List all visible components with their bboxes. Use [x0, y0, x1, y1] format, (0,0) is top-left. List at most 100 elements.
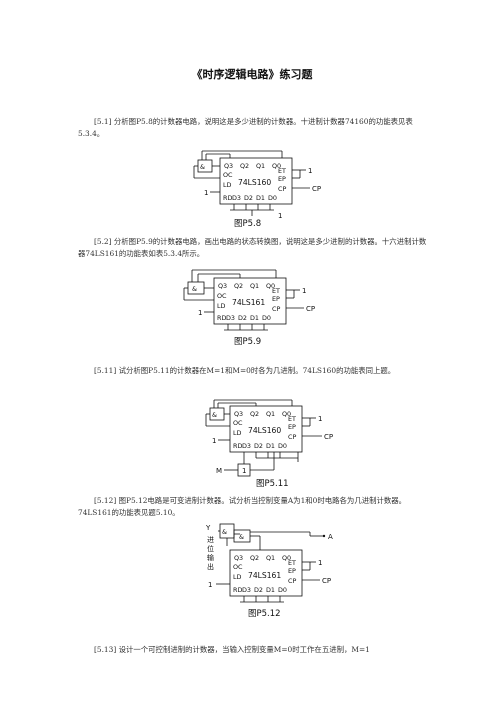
pin-q0: Q0	[282, 554, 291, 562]
pin-d1: D1	[250, 314, 259, 322]
figure-p5-8: & Q3 Q2 Q1 Q0 OC LD RD 74LS160 ET EP CP …	[190, 148, 330, 230]
pin-q3: Q3	[224, 162, 233, 170]
problem-5-13: [5.13] 设计一个可控制进制的计数器，当输入控制变量M=0时工作在五进制，M…	[78, 644, 432, 656]
pin-oc: OC	[233, 563, 243, 571]
problem-text: 图P5.12电路是可变进制计数器。试分析当控制变量A为1和0时电路各为几进制计数…	[78, 496, 407, 517]
pin-d3: D3	[242, 586, 251, 594]
inverter: 1	[242, 467, 246, 475]
figure-caption: 图P5.11	[256, 479, 289, 489]
side-label: 进	[207, 536, 214, 544]
pin-rd: RD	[233, 586, 242, 594]
circuit-diagram: & Q3 Q2 Q1 Q0 OC LD RD 74LS160 ET EP CP …	[205, 399, 333, 489]
and-gate-1: &	[222, 528, 227, 536]
and-gate: &	[200, 163, 205, 171]
problem-text: 试分析图P5.11的计数器在M=1和M=0时各为几进制。74LS160的功能表同…	[118, 366, 396, 375]
pin-q1: Q1	[266, 554, 275, 562]
problem-number: [5.12]	[94, 496, 117, 505]
pin-et: ET	[272, 287, 280, 295]
chip-name: 74LS161	[248, 571, 281, 580]
figure-caption: 图P5.9	[234, 337, 261, 347]
figure-p5-11: & Q3 Q2 Q1 Q0 OC LD RD 74LS160 ET EP CP …	[202, 398, 352, 489]
pin-ep: EP	[272, 295, 280, 303]
figure-p5-9: & Q3 Q2 Q1 Q0 OC LD RD 74LS161 ET EP CP …	[180, 268, 330, 350]
pin-d3: D3	[242, 442, 251, 450]
pin-d2: D2	[238, 314, 247, 322]
problem-number: [5.1]	[94, 117, 112, 126]
side-label: 位	[207, 544, 214, 553]
problem-text: 设计一个可控制进制的计数器，当输入控制变量M=0时工作在五进制，M=1	[118, 645, 370, 654]
pin-d0: D0	[278, 442, 287, 450]
and-gate: &	[192, 285, 197, 293]
chip-name: 74LS160	[248, 426, 281, 435]
pin-d1: D1	[256, 194, 265, 202]
problem-5-11: [5.11] 试分析图P5.11的计数器在M=1和M=0时各为几进制。74LS1…	[78, 365, 432, 377]
problem-number: [5.2]	[94, 237, 112, 246]
pin-d2: D2	[244, 194, 253, 202]
pin-d0: D0	[268, 194, 277, 202]
cp-label: CP	[312, 185, 321, 193]
pin-ld: LD	[217, 302, 226, 310]
and-gate: &	[212, 411, 217, 419]
m-label: M	[216, 467, 222, 475]
chip-name: 74LS161	[232, 298, 265, 307]
problem-5-2: [5.2] 分析图P5.9的计数器电路，画出电路的状态转换图，说明这是多少进制的…	[78, 236, 432, 260]
chip-name: 74LS160	[238, 178, 271, 187]
pin-ld: LD	[223, 181, 232, 189]
figure-caption: 图P5.12	[248, 609, 281, 619]
pin-q0: Q0	[272, 162, 281, 170]
pin-q1: Q1	[250, 282, 259, 290]
const-one: 1	[302, 287, 306, 295]
pin-d3: D3	[232, 194, 241, 202]
pin-et: ET	[288, 559, 296, 567]
pin-d3: D3	[226, 314, 235, 322]
pin-ld: LD	[233, 429, 242, 437]
pin-ep: EP	[288, 423, 296, 431]
pin-q3: Q3	[218, 282, 227, 290]
const-one: 1	[208, 581, 212, 589]
pin-oc: OC	[233, 419, 243, 427]
and-gate-2: &	[239, 533, 244, 541]
const-one: 1	[278, 212, 282, 220]
problem-number: [5.13]	[94, 645, 117, 654]
cp-label: CP	[324, 433, 333, 441]
pin-d0: D0	[262, 314, 271, 322]
pin-q2: Q2	[250, 554, 259, 562]
pin-ep: EP	[288, 567, 296, 575]
circuit-diagram: & Q3 Q2 Q1 Q0 OC LD RD 74LS160 ET EP CP …	[193, 150, 321, 229]
pin-d2: D2	[254, 442, 263, 450]
page-title: 《时序逻辑电路》练习题	[191, 68, 313, 81]
pin-cp: CP	[288, 577, 296, 585]
const-one: 1	[204, 189, 208, 197]
pin-q0: Q0	[282, 410, 291, 418]
pin-q1: Q1	[256, 162, 265, 170]
const-one: 1	[212, 437, 216, 445]
cp-label: CP	[306, 305, 315, 313]
pin-q2: Q2	[234, 282, 243, 290]
problem-number: [5.11]	[94, 366, 117, 375]
pin-q0: Q0	[266, 282, 275, 290]
a-label: A	[328, 533, 333, 541]
pin-ep: EP	[278, 175, 286, 183]
pin-d1: D1	[266, 442, 275, 450]
figure-p5-12: & & Y 进 位 输 出 A Q3 Q2 Q1 Q0 OC LD RD 74L…	[200, 520, 350, 619]
problem-text: 分析图P5.8的计数器电路，说明这是多少进制的计数器。十进制计数器74160的功…	[78, 117, 413, 138]
problem-text: 分析图P5.9的计数器电路，画出电路的状态转换图，说明这是多少进制的计数器。十六…	[78, 237, 427, 258]
figure-caption: 图P5.8	[234, 219, 261, 229]
const-one: 1	[198, 309, 202, 317]
pin-cp: CP	[288, 433, 296, 441]
pin-rd: RD	[223, 194, 232, 202]
const-one: 1	[318, 559, 322, 567]
pin-cp: CP	[272, 305, 280, 313]
problem-5-12: [5.12] 图P5.12电路是可变进制计数器。试分析当控制变量A为1和0时电路…	[78, 495, 432, 519]
circuit-diagram: & & Y 进 位 输 出 A Q3 Q2 Q1 Q0 OC LD RD 74L…	[205, 523, 333, 619]
pin-d2: D2	[254, 586, 263, 594]
pin-d1: D1	[266, 586, 275, 594]
pin-q2: Q2	[250, 410, 259, 418]
const-one: 1	[318, 415, 322, 423]
pin-q1: Q1	[266, 410, 275, 418]
pin-rd: RD	[217, 314, 226, 322]
problem-5-1: [5.1] 分析图P5.8的计数器电路，说明这是多少进制的计数器。十进制计数器7…	[78, 116, 432, 140]
const-one: 1	[308, 167, 312, 175]
cp-label: CP	[322, 577, 331, 585]
pin-d0: D0	[278, 586, 287, 594]
